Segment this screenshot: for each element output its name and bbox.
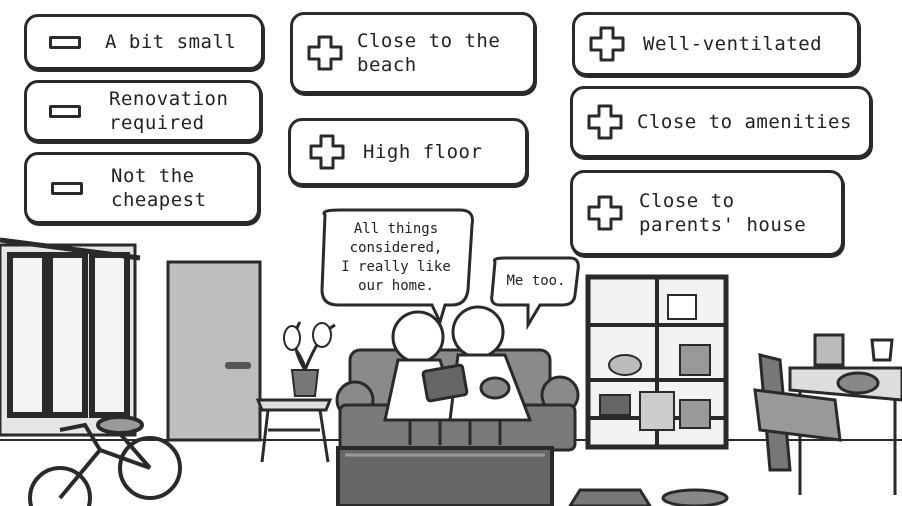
pro-label: Close to the beach bbox=[357, 30, 501, 76]
pro-card-beach: Close to the beach bbox=[290, 12, 536, 94]
window bbox=[0, 237, 141, 437]
pro-label: Close to amenities bbox=[637, 111, 852, 133]
side-table-with-plant bbox=[255, 321, 336, 463]
con-label: Renovation required bbox=[109, 88, 229, 134]
pro-card-parents: Close to parents' house bbox=[570, 170, 844, 256]
bicycle bbox=[28, 415, 182, 506]
minus-icon bbox=[49, 104, 81, 118]
pro-label: Well-ventilated bbox=[643, 33, 823, 55]
con-label: A bit small bbox=[105, 31, 237, 53]
couple-on-sofa bbox=[383, 305, 533, 445]
dining-table-and-chairs bbox=[753, 333, 902, 495]
con-card-small: A bit small bbox=[24, 14, 264, 70]
plus-icon bbox=[307, 35, 343, 71]
pro-label: High floor bbox=[363, 141, 483, 163]
pro-card-amenities: Close to amenities bbox=[570, 86, 872, 158]
door bbox=[166, 260, 262, 442]
pro-label: Close to parents' house bbox=[639, 190, 807, 236]
con-card-renovation: Renovation required bbox=[24, 80, 262, 142]
television-back bbox=[336, 446, 729, 506]
pro-card-ventilated: Well-ventilated bbox=[572, 12, 860, 76]
plus-icon bbox=[587, 195, 623, 231]
plus-icon bbox=[587, 104, 623, 140]
minus-icon bbox=[51, 181, 83, 195]
minus-icon bbox=[49, 35, 81, 49]
plus-icon bbox=[309, 134, 345, 170]
plus-icon bbox=[589, 26, 625, 62]
con-label: Not the cheapest bbox=[111, 165, 207, 211]
con-card-cheapest: Not the cheapest bbox=[24, 152, 260, 224]
speech-left: All things considered, I really like our… bbox=[341, 221, 451, 294]
speech-right: Me too. bbox=[506, 273, 566, 289]
pro-card-high-floor: High floor bbox=[288, 118, 528, 186]
bookshelf bbox=[585, 274, 729, 450]
speech-bubble-shapes bbox=[320, 208, 580, 331]
